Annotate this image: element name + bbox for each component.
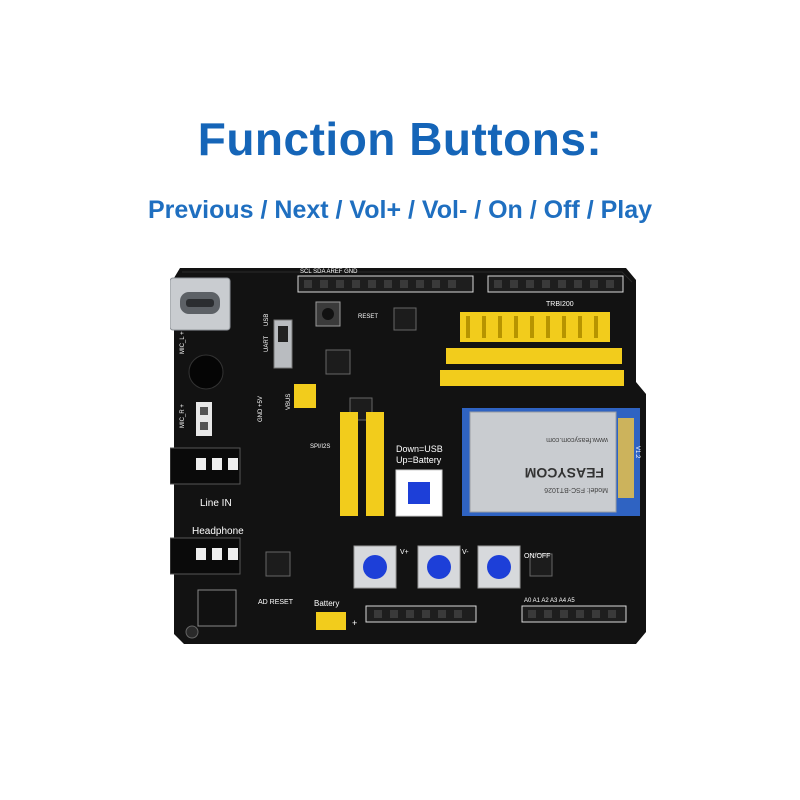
module-version: V1.2 <box>634 446 640 459</box>
battery-label: Battery <box>314 599 339 608</box>
ad-reset-label: AD RESET <box>258 599 294 606</box>
on-off-label: ON/OFF <box>524 553 550 560</box>
board-illustration: SCL SDA AREF GND TRBI200 MIC_L + MIC_R +… <box>170 268 646 644</box>
function-button-next[interactable] <box>477 545 521 589</box>
vplus-label: V+ <box>400 549 409 556</box>
ic-chip <box>393 307 417 331</box>
line-in-label: Line IN <box>200 498 232 509</box>
uart-label: UART <box>264 335 270 352</box>
mic-l-label: MIC_L + <box>180 331 186 354</box>
power-select-switch <box>395 469 443 517</box>
vbus-jumper <box>294 384 316 408</box>
spi-i2s-label: SPI/I2S <box>310 444 330 450</box>
ic-chip <box>325 349 351 375</box>
headphone-jack <box>170 537 241 575</box>
top-pin-header-right <box>487 275 624 293</box>
analog-pin-labels: A0 A1 A2 A3 A4 A5 <box>524 598 575 604</box>
reset-label: RESET <box>358 314 378 320</box>
usb-label: USB <box>264 314 270 326</box>
page-subtitle: Previous / Next / Vol+ / Vol- / On / Off… <box>147 196 653 224</box>
battery-jumper <box>316 612 346 630</box>
top-header-label: SCL SDA AREF GND <box>300 269 358 275</box>
up-battery-label: Up=Battery <box>396 455 442 465</box>
usb-c-port <box>170 277 231 331</box>
mounting-hole <box>185 625 199 639</box>
bottom-pin-header-right <box>521 605 627 623</box>
function-button-previous[interactable] <box>353 545 397 589</box>
microphone <box>188 354 224 390</box>
function-button-play[interactable] <box>417 545 461 589</box>
top-pin-header-left <box>297 275 474 293</box>
ic-chip <box>529 553 553 577</box>
line-in-jack <box>170 447 241 485</box>
down-usb-label: Down=USB <box>396 444 443 454</box>
module-model: Model: FSC-BT1026 <box>544 486 608 493</box>
yellow-header-vertical <box>366 412 384 516</box>
ad-reset-switch <box>197 589 237 627</box>
gnd-5v-label: GND +5V <box>258 396 264 422</box>
module-url: www.feasycom.com <box>546 436 609 443</box>
bluetooth-module: www.feasycom.com FEASYCOM Model: FSC-BT1… <box>462 408 640 516</box>
bottom-pin-header-left <box>365 605 477 623</box>
yellow-header-vertical <box>340 412 358 516</box>
yellow-pin-headers <box>440 312 624 386</box>
headphone-label: Headphone <box>192 526 244 537</box>
module-brand: FEASYCOM <box>525 465 604 481</box>
vbus-label: VBUS <box>286 394 292 410</box>
mic-r-label: MIC_R + <box>180 404 186 428</box>
vminus-label: V- <box>462 549 469 556</box>
trbi-label: TRBI200 <box>546 301 574 308</box>
bluetooth-audio-board-photo: SCL SDA AREF GND TRBI200 MIC_L + MIC_R +… <box>170 262 646 650</box>
page-title: Function Buttons: <box>197 113 603 165</box>
plus-label: + <box>352 618 357 628</box>
ic-chip <box>265 551 291 577</box>
